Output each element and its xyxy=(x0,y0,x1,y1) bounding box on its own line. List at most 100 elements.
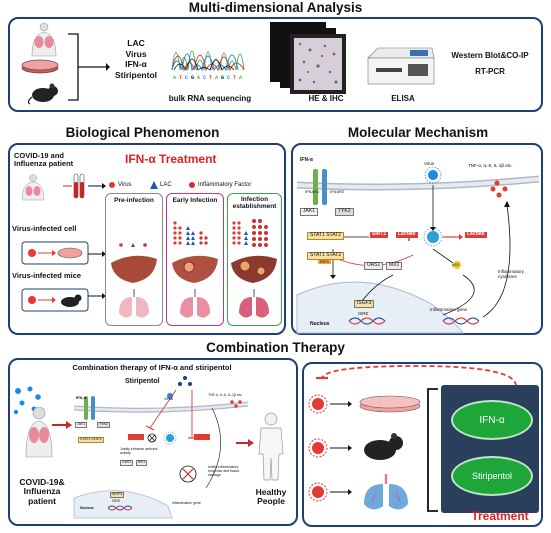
mini-ifn: IFN-α xyxy=(76,395,87,400)
mol-ifnar2-label: IFNAR2 xyxy=(330,189,345,194)
mini-mx1: MX1 xyxy=(136,460,148,466)
mol-stat: STAT1 STAT2 xyxy=(307,232,345,240)
mol-ifnar1-label: IFNAR1 xyxy=(305,189,320,194)
svg-text:C: C xyxy=(227,75,230,81)
phase-dots xyxy=(111,219,277,318)
combo-stiripentol-label: Stiripentol xyxy=(125,378,160,385)
mini-stat: STAT1 STAT2 xyxy=(78,437,104,443)
legend-inflammatory-icon xyxy=(189,182,195,188)
mini-oas1: OAS1 xyxy=(120,460,134,466)
mol-irf9: IRF9 xyxy=(318,259,331,265)
mol-isgf3: ISGF3 xyxy=(354,300,375,308)
svg-text:A: A xyxy=(239,75,242,81)
bracket-connector xyxy=(68,33,110,101)
western-blot-label: Western Blot&CO-IP xyxy=(451,51,529,60)
pill-ifn-label: IFN-α xyxy=(479,414,505,426)
combo-patient-label: COVID-19& Influenza patient xyxy=(19,477,65,506)
treatment-label: Treatment xyxy=(471,509,529,523)
mol-lactate-2: Lactate xyxy=(465,231,487,238)
agent-lac: LAC xyxy=(127,38,145,48)
mini-cytokines: TNF-α, IL-6, IL-1β etc. xyxy=(208,393,243,397)
mol-inflammatory-cytokines: Inflammatory cytokines xyxy=(498,269,525,279)
svg-text:A: A xyxy=(173,75,176,81)
mini-jak1: JAK1 xyxy=(75,422,88,428)
agent-stiripentol: Stiripentol xyxy=(114,69,158,80)
mol-cytokines: TNF-α, IL-6, IL-1β etc. xyxy=(468,163,513,168)
svg-text:T: T xyxy=(233,75,236,81)
mol-background xyxy=(296,166,540,334)
blood-tubes-icon xyxy=(63,173,85,199)
mol-ifn-label: IFN-α xyxy=(300,157,313,163)
treatment-bracket xyxy=(427,388,438,512)
combo-subtitle: Combination therapy of IFN-α and stiripe… xyxy=(72,363,232,372)
mol-virus-label: Virus xyxy=(424,161,435,166)
combo-mini-mechanism xyxy=(73,376,249,519)
mol-inflammation-gene: Inflammation gene xyxy=(430,307,468,312)
svg-text:C: C xyxy=(203,75,206,81)
elisa-label: ELISA xyxy=(391,94,415,103)
legend-lac-icon xyxy=(150,181,158,189)
pre-infection-label: Pre-infection xyxy=(114,197,154,204)
histology-slides xyxy=(270,22,346,94)
pill-stiripentol: Stiripentol xyxy=(451,456,533,496)
agent-ifn: IFN-α xyxy=(125,59,147,70)
mol-isre: ISRE xyxy=(358,311,369,316)
healthy-person-icon xyxy=(258,412,284,481)
rnaseq-label: bulk RNA sequencing xyxy=(168,94,252,103)
mol-jak1: JAK1 xyxy=(300,208,318,216)
pill-stiripentol-label: Stiripentol xyxy=(471,471,513,481)
section-title-combo: Combination Therapy xyxy=(206,340,345,355)
elisa-machine-icon xyxy=(367,47,435,85)
svg-text:A: A xyxy=(215,75,218,81)
covid-patient-label: COVID-19 and Influenza patient xyxy=(14,151,74,169)
mol-tyk2: TYK2 xyxy=(335,208,354,216)
mouse-icon xyxy=(27,83,58,105)
mol-oas1: OAS1 xyxy=(364,262,384,270)
svg-text:C: C xyxy=(185,75,188,81)
mol-lactate-1: Lactate xyxy=(396,231,418,238)
agent-virus: Virus xyxy=(125,48,147,59)
mol-sirt1: SIRT1 xyxy=(370,231,389,238)
mini-isgf3: ISGF3 xyxy=(110,492,125,498)
svg-text:T: T xyxy=(179,75,182,81)
agent-list: LAC Virus IFN-α Stiripentol xyxy=(108,38,164,81)
infection-establishment-label: Infection establishment xyxy=(232,196,277,210)
mini-enhance: Jointly enhance antiviral activity xyxy=(120,447,158,455)
legend-virus-icon xyxy=(109,182,115,188)
combo-patient-icon xyxy=(25,406,53,458)
virus-cell-label: Virus-infected cell xyxy=(12,224,77,233)
combo-arrow-in xyxy=(52,421,72,429)
bio-arrows xyxy=(88,183,106,299)
combo-arrow-out xyxy=(236,439,254,447)
patient-lungs-icon xyxy=(21,174,45,201)
treatment-feedback-arrow xyxy=(316,365,517,387)
virus-mice-icon xyxy=(21,288,89,312)
pill-ifn: IFN-α xyxy=(451,400,533,440)
mini-inhibit: Inhibit inflammatory response and tissue… xyxy=(208,465,240,477)
mini-tyk2: TYK2 xyxy=(97,422,110,428)
section-title-bio: Biological Phenomenon xyxy=(65,125,220,140)
svg-text:T: T xyxy=(209,75,212,81)
legend-inflammatory-label: Inflammatory Factor xyxy=(198,182,252,188)
svg-text:A: A xyxy=(197,75,200,81)
mini-virus: Virus xyxy=(164,396,174,401)
he-ihc-label: HE & IHC xyxy=(308,94,344,103)
mini-isre: ISRE xyxy=(112,499,121,503)
section-title-multi: Multi-dimensional Analysis xyxy=(188,0,363,15)
mol-mx1: MX1 xyxy=(386,262,403,270)
mol-nucleus: Nucleus xyxy=(310,321,330,327)
svg-text:G: G xyxy=(221,75,224,81)
healthy-people-label: Healthy People xyxy=(255,487,287,507)
cell-dish-icon xyxy=(21,59,59,74)
mini-inflammation-gene: Inflammation gene xyxy=(172,501,201,505)
section-title-mol: Molecular Mechanism xyxy=(347,125,489,140)
legend-lac-label: LAC xyxy=(160,182,172,188)
mol-stat-p: STAT1 STAT2 xyxy=(307,252,345,260)
mol-p53: p53 xyxy=(452,262,459,267)
virus-mice-label: Virus-infected mice xyxy=(12,271,82,280)
combo-viruses xyxy=(13,386,41,415)
human-body-icon xyxy=(31,22,57,57)
early-infection-label: Early Infection xyxy=(172,197,218,204)
legend-virus-label: Virus xyxy=(118,182,132,188)
ifn-treatment-title: IFN-α Treatment xyxy=(125,152,217,166)
